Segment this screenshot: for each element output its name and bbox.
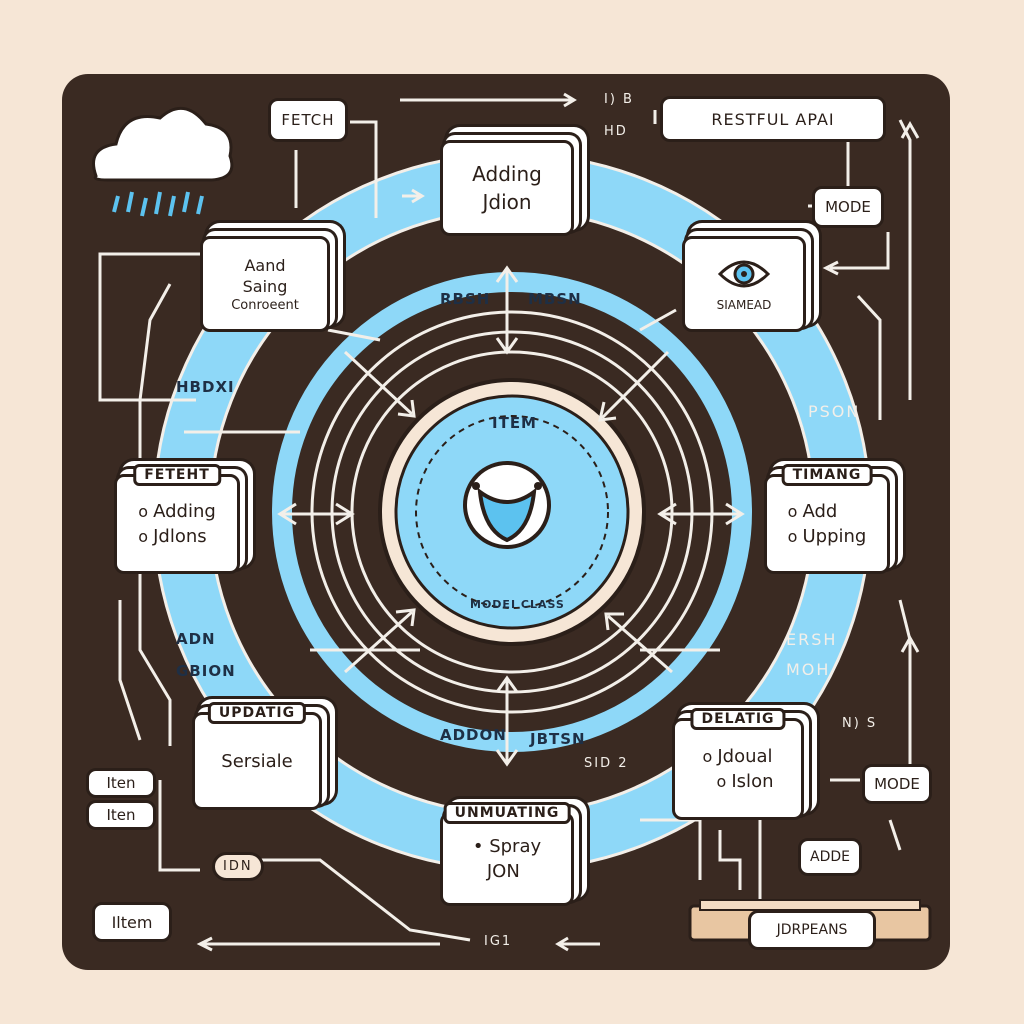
eye-icon — [717, 260, 771, 288]
unmuting-item-2: JON — [486, 861, 520, 882]
mode-top-card[interactable]: MODE — [812, 186, 884, 228]
timing-item-1: Add — [788, 501, 867, 522]
mode-bottom-card[interactable]: MODE — [862, 764, 932, 804]
timing-card[interactable]: TIMANG Add Upping — [764, 464, 890, 574]
fetch-label: FETCH — [281, 111, 335, 129]
gbion-label: GBION — [176, 662, 236, 680]
model-class-label: MODEI CLASS — [470, 598, 565, 611]
item-bottom-label: Iltem — [111, 912, 153, 932]
fetch-list-title: FETEHT — [133, 464, 221, 486]
adde-label: ADDE — [810, 849, 850, 865]
radial-arrows — [277, 265, 745, 767]
jdrpeans-label: JDRPEANS — [776, 922, 848, 938]
ersh-label: ERSH — [786, 630, 838, 649]
fetch-card[interactable]: FETCH — [268, 98, 348, 142]
jdrpeans-card[interactable]: JDRPEANS — [748, 910, 876, 950]
deleting-item-2: Islon — [703, 771, 773, 792]
hbdxi-label: HBDXI — [176, 378, 235, 396]
add-saving-line-2: Saing — [242, 276, 288, 296]
fetch-list-item-1: Adding — [138, 501, 216, 522]
item-center-label: ITEM — [492, 414, 537, 432]
jbtsn-label: JBTSN — [530, 730, 586, 748]
siamead-card[interactable]: SIAMEAD — [682, 236, 806, 332]
hd-label: HD — [604, 124, 628, 139]
add-saving-card[interactable]: Aand Saing Conroeent — [200, 236, 330, 332]
fetch-list-item-2: Jdlons — [138, 526, 216, 547]
item-card-a[interactable]: Iten — [86, 768, 156, 798]
center-logo-icon — [463, 461, 551, 549]
mode-bottom-label: MODE — [874, 775, 920, 793]
moh-label: MOH — [786, 660, 831, 679]
updating-card[interactable]: UPDATIG Sersiale — [192, 702, 322, 810]
item-card-a-label: Iten — [106, 774, 136, 792]
unmuting-item-1: • Spray — [472, 836, 542, 857]
adding-json-line-2: Jdion — [482, 190, 532, 214]
updating-body: Sersiale — [221, 750, 293, 772]
adn-label: ADN — [176, 630, 216, 648]
deleting-title: DELATIG — [690, 708, 786, 730]
ig1-label: IG1 — [484, 934, 513, 949]
timing-title: TIMANG — [781, 464, 873, 486]
add-saving-line-1: Aand — [244, 255, 286, 275]
siamead-label: SIAMEAD — [716, 298, 772, 312]
rbsh-label: RBSH — [440, 290, 491, 308]
fetch-list-card[interactable]: FETEHT Adding Jdlons — [114, 464, 240, 574]
idn-label: IDN — [212, 852, 264, 881]
ns-label: N) S — [842, 716, 878, 731]
adding-json-card[interactable]: Adding Jdion — [440, 140, 574, 236]
mode-top-label: MODE — [825, 198, 871, 216]
ib-label: I) B — [604, 92, 634, 107]
cloud-rain-icon — [92, 107, 234, 217]
adding-json-line-1: Adding — [472, 162, 542, 186]
updating-title: UPDATIG — [207, 702, 307, 724]
restful-api-label: RESTFUL APAI — [711, 109, 835, 129]
timing-item-2: Upping — [788, 526, 867, 547]
unmuting-card[interactable]: UNMUATING • Spray JON — [440, 802, 574, 906]
unmuting-item-1-text: Spray — [489, 836, 542, 857]
restful-api-card[interactable]: RESTFUL APAI — [660, 96, 886, 142]
mbsn-label: MBSN — [528, 290, 582, 308]
item-bottom-card[interactable]: Iltem — [92, 902, 172, 942]
deleting-card[interactable]: DELATIG Jdoual Islon — [672, 708, 804, 820]
pson-label: PSON — [808, 402, 861, 421]
sid2-label: SID 2 — [584, 756, 629, 771]
addon-label: ADDON — [440, 726, 507, 744]
deleting-item-1: Jdoual — [703, 746, 774, 767]
add-saving-line-3: Conroeent — [231, 297, 299, 313]
item-card-b-label: Iten — [106, 806, 136, 824]
unmuting-title: UNMUATING — [443, 802, 571, 824]
adde-card[interactable]: ADDE — [798, 838, 862, 876]
item-card-b[interactable]: Iten — [86, 800, 156, 830]
